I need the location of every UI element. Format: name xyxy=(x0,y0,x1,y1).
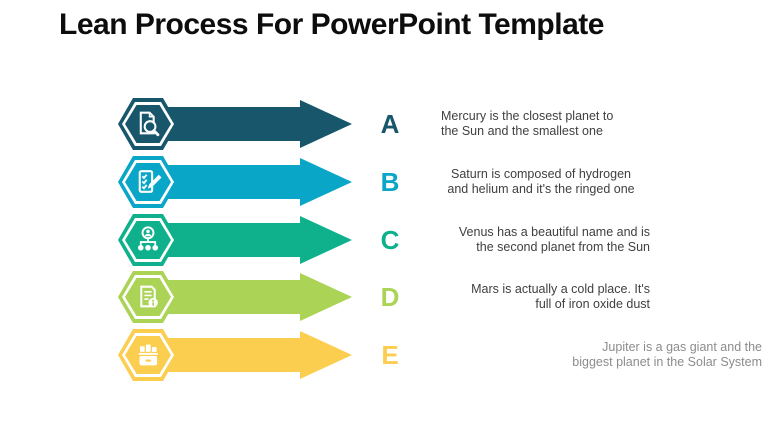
document-search-icon xyxy=(139,111,160,137)
step-description: Mercury is the closest planet to the Sun… xyxy=(441,109,614,138)
arrow-head xyxy=(300,100,352,148)
process-step-row: C Venus has a beautiful name and is the … xyxy=(0,211,768,269)
checklist-pencil-icon xyxy=(138,170,162,193)
arrow-head xyxy=(300,158,352,206)
step-description: Saturn is composed of hydrogen and heliu… xyxy=(447,167,635,196)
arrow-head xyxy=(300,216,352,264)
step-letter: A xyxy=(380,109,400,139)
step-letter: C xyxy=(380,225,400,255)
step-description: Jupiter is a gas giant and the biggest p… xyxy=(572,340,762,369)
step-icon-badge xyxy=(118,98,178,150)
arrow-head xyxy=(300,273,352,321)
process-step-row: E Jupiter is a gas giant and the biggest… xyxy=(0,326,768,384)
step-description: Venus has a beautiful name and is the se… xyxy=(458,225,650,254)
step-letter: D xyxy=(380,282,400,312)
step-icon-badge xyxy=(118,329,178,381)
step-icon-badge xyxy=(118,156,178,208)
step-letter: B xyxy=(380,167,400,197)
arrow-head xyxy=(300,331,352,379)
step-description: Mars is actually a cold place. It's full… xyxy=(471,282,650,311)
step-icon-badge xyxy=(118,271,178,323)
step-icon-badge xyxy=(118,214,178,266)
slide-title: Lean Process For PowerPoint Template xyxy=(59,8,604,41)
step-letter: E xyxy=(381,340,399,370)
process-step-row: A Mercury is the closest planet to the S… xyxy=(0,95,768,153)
report-info-icon xyxy=(140,285,158,308)
process-step-row: D Mars is actually a cold place. It's fu… xyxy=(0,268,768,326)
hierarchy-icon xyxy=(137,226,159,251)
archive-drawer-icon xyxy=(138,344,158,366)
process-step-row: B Saturn is composed of hydrogen and hel… xyxy=(0,153,768,211)
